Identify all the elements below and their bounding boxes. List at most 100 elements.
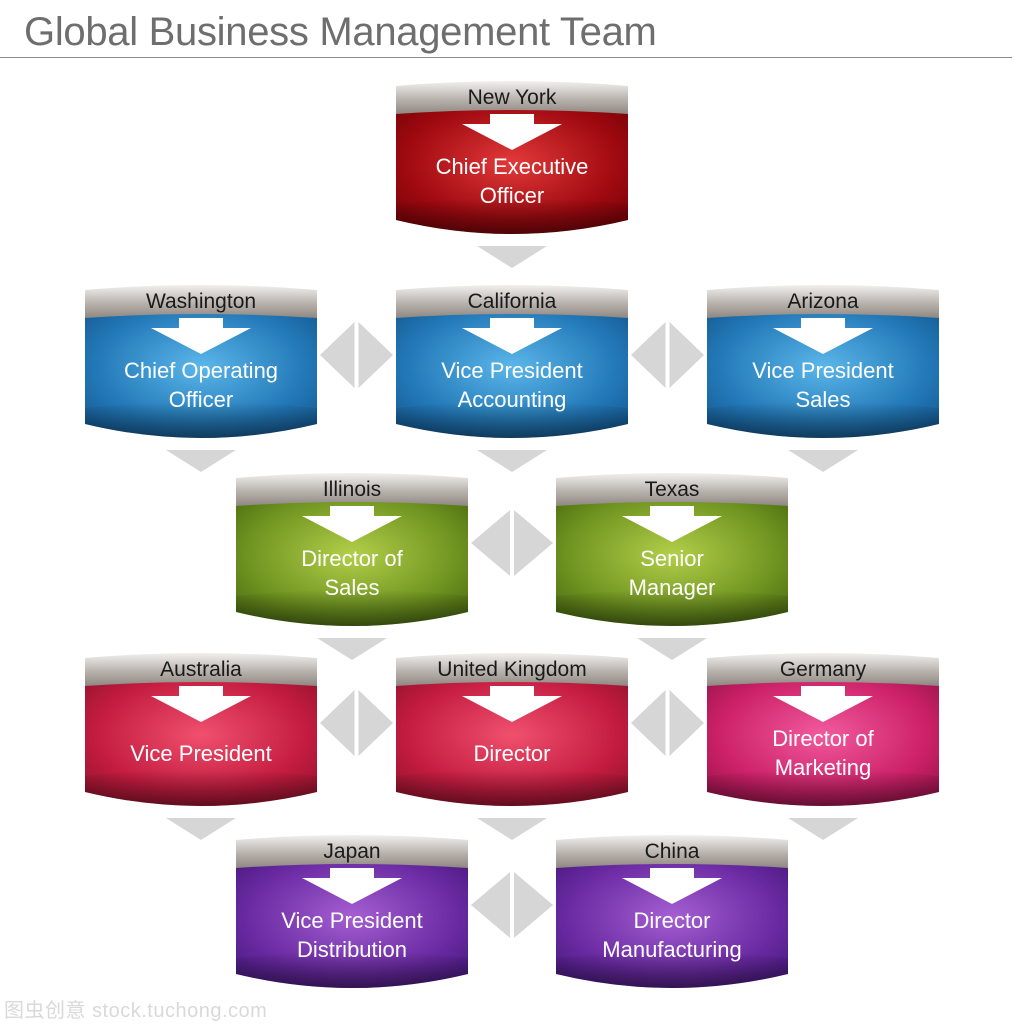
connector-down-vp-sales	[788, 450, 858, 472]
node-role: Director of Marketing	[772, 726, 874, 780]
connector-side-vp-australia-director-uk	[320, 690, 393, 756]
title-divider	[0, 57, 1012, 58]
node-shape	[707, 285, 939, 438]
arrow-down-icon	[462, 686, 562, 722]
node-shape	[236, 835, 468, 988]
node-role: Vice President Accounting	[441, 358, 583, 412]
triangle-left-icon	[471, 510, 510, 576]
triangle-down-icon	[166, 818, 236, 840]
node-location: United Kingdom	[437, 658, 587, 681]
triangle-down-icon	[637, 638, 707, 660]
triangle-right-icon	[358, 690, 393, 756]
node-location: Illinois	[322, 478, 382, 501]
triangle-right-icon	[669, 322, 704, 388]
connector-side-vp-accounting-vp-sales	[631, 322, 704, 388]
node-header	[85, 285, 317, 318]
node-location: New York	[467, 86, 557, 109]
node-role: Chief Executive Officer	[435, 154, 589, 208]
connector-down-vp-accounting	[477, 450, 547, 472]
triangle-right-icon	[514, 872, 553, 938]
node-header	[85, 653, 317, 686]
triangle-left-icon	[471, 872, 510, 938]
node-header	[707, 653, 939, 686]
node-header	[556, 835, 788, 868]
node-shape	[707, 653, 939, 806]
triangle-down-icon	[317, 638, 387, 660]
connector-side-director-uk-director-marketing	[631, 690, 704, 756]
node-header	[556, 473, 788, 506]
arrow-down-icon	[462, 114, 562, 150]
node-header	[236, 473, 468, 506]
triangle-right-icon	[669, 690, 704, 756]
arrow-down-icon	[773, 318, 873, 354]
node-header	[236, 835, 468, 868]
triangle-down-icon	[477, 450, 547, 472]
page-title: Global Business Management Team	[24, 10, 657, 54]
triangle-down-icon	[477, 246, 547, 268]
node-role: Director	[473, 740, 551, 766]
node-shape	[396, 653, 628, 806]
node-role: Vice President	[130, 740, 272, 766]
node-role: Vice President Distribution	[281, 908, 423, 962]
connector-down-vp-australia	[166, 818, 236, 840]
connector-side-director-sales-senior-manager	[471, 510, 553, 576]
node-header	[707, 285, 939, 318]
node-shape	[396, 285, 628, 438]
node-location: Germany	[779, 658, 867, 681]
arrow-down-icon	[773, 686, 873, 722]
triangle-down-icon	[788, 818, 858, 840]
node-shape	[396, 81, 628, 234]
node-shape	[85, 285, 317, 438]
node-header	[396, 285, 628, 318]
watermark: 图虫创意 stock.tuchong.com	[4, 1000, 268, 1022]
connector-down-ceo	[477, 246, 547, 268]
arrow-down-icon	[622, 506, 722, 542]
node-location: Arizona	[787, 290, 859, 313]
connector-down-director-sales	[317, 638, 387, 660]
arrow-down-icon	[151, 318, 251, 354]
connector-down-director-uk	[477, 818, 547, 840]
triangle-down-icon	[166, 450, 236, 472]
node-role: Chief Operating Officer	[123, 358, 279, 412]
arrow-down-icon	[151, 686, 251, 722]
arrow-down-icon	[302, 506, 402, 542]
node-location: Texas	[644, 478, 700, 501]
connector-down-senior-manager	[637, 638, 707, 660]
node-header	[396, 81, 628, 114]
triangle-left-icon	[631, 690, 666, 756]
node-role: Director of Sales	[301, 546, 403, 600]
arrow-down-icon	[462, 318, 562, 354]
node-shape	[85, 653, 317, 806]
node-location: California	[467, 290, 557, 313]
node-shape	[236, 473, 468, 626]
triangle-left-icon	[320, 690, 355, 756]
node-role: Director Manufacturing	[602, 908, 742, 962]
triangle-down-icon	[788, 450, 858, 472]
connector-down-director-marketing	[788, 818, 858, 840]
node-shape	[556, 835, 788, 988]
node-location: Washington	[145, 290, 257, 313]
node-location: China	[644, 840, 700, 863]
node-header	[396, 653, 628, 686]
connector-side-coo-vp-accounting	[320, 322, 393, 388]
triangle-right-icon	[514, 510, 553, 576]
node-location: Australia	[160, 658, 242, 681]
triangle-left-icon	[631, 322, 666, 388]
triangle-down-icon	[477, 818, 547, 840]
triangle-left-icon	[320, 322, 355, 388]
connector-side-vp-distribution-director-manufacturing	[471, 872, 553, 938]
node-role: Vice President Sales	[752, 358, 894, 412]
node-shape	[556, 473, 788, 626]
arrow-down-icon	[302, 868, 402, 904]
